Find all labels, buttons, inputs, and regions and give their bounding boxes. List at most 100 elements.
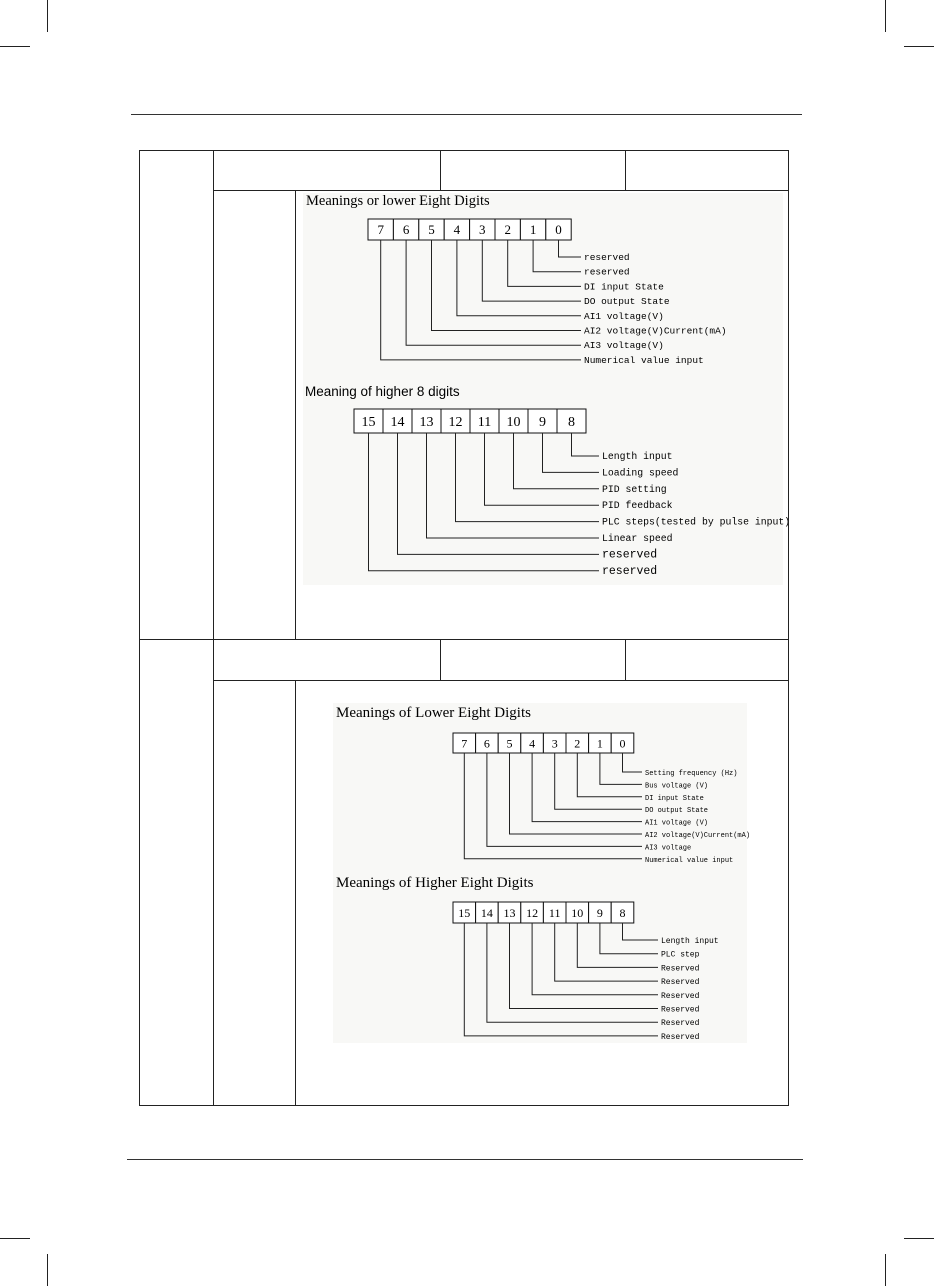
leader-line	[484, 433, 599, 506]
bit-label: PLC steps(tested by pulse input)	[602, 517, 788, 528]
bit-number: 14	[481, 906, 493, 920]
bit-label: Length input	[602, 451, 673, 462]
leader-line	[463, 923, 658, 1037]
bit-label: Reserved	[661, 1033, 700, 1042]
bit-number: 12	[526, 906, 538, 920]
bit-label: PID setting	[602, 484, 667, 495]
leader-line	[622, 753, 642, 773]
bit-number: 3	[479, 222, 486, 237]
diagram-title: Meaning of higher 8 digits	[305, 384, 460, 399]
bit-label: DI input State	[584, 281, 664, 292]
crop-mark	[0, 1238, 30, 1239]
bit-number: 12	[449, 415, 463, 430]
leader-line	[431, 240, 581, 331]
bit-number: 5	[507, 736, 513, 750]
bit-number: 3	[552, 736, 558, 750]
bit-box	[498, 408, 529, 434]
leader-line	[531, 923, 658, 996]
crop-mark	[904, 46, 934, 47]
bit-label: Linear speed	[602, 533, 673, 544]
bit-label: AI2 voltage(V)Current(mA)	[645, 832, 750, 840]
bit-number: 2	[504, 222, 511, 237]
bit-label: Reserved	[661, 978, 700, 987]
leader-line	[513, 433, 599, 490]
leader-line	[576, 923, 658, 968]
bit-number: 1	[597, 736, 603, 750]
leader-line	[599, 753, 642, 785]
bit-label: reserved	[602, 565, 657, 578]
bit-label: Loading speed	[602, 467, 679, 478]
bit-number: 1	[530, 222, 537, 237]
bit-label: AI3 voltage	[645, 844, 691, 852]
bit-number: 11	[549, 906, 561, 920]
bit-label: DO output State	[584, 296, 670, 307]
bit-label: PLC step	[661, 951, 700, 960]
leader-line	[507, 240, 581, 287]
bit-number: 4	[529, 736, 535, 750]
leader-line	[531, 753, 642, 823]
bit-label: AI3 voltage(V)	[584, 340, 664, 351]
bit-number: 15	[362, 415, 376, 430]
leader-line	[509, 923, 658, 1009]
bit-label: AI1 voltage(V)	[584, 311, 664, 322]
higher-eight-digits-diagram: Meaning of higher 8 digits 15 14 13 12 11 10 9…	[305, 384, 788, 578]
leader-line	[368, 433, 599, 572]
bit-label: reserved	[602, 548, 657, 561]
leader-line	[405, 240, 581, 346]
leader-line	[599, 923, 658, 955]
leader-line	[486, 923, 658, 1023]
bit-number: 10	[507, 415, 521, 430]
bit-label: DI input State	[645, 795, 704, 803]
bit-label: reserved	[584, 252, 630, 263]
bit-label: Numerical value input	[584, 355, 704, 366]
bit-label: Reserved	[661, 1019, 700, 1028]
bit-number: 6	[484, 736, 490, 750]
leader-line	[554, 923, 658, 982]
bit-label: Reserved	[661, 964, 700, 973]
bit-number: 10	[571, 906, 583, 920]
bit-number: 0	[620, 736, 626, 750]
bit-box	[527, 408, 558, 434]
bit-number: 7	[377, 222, 384, 237]
bit-label: AI1 voltage (V)	[645, 820, 708, 828]
bit-label: DO output State	[645, 807, 708, 815]
bit-number: 9	[539, 415, 546, 430]
bit-number: 2	[574, 736, 580, 750]
bit-number: 13	[420, 415, 434, 430]
bit-label: PID feedback	[602, 500, 673, 511]
crop-mark	[47, 0, 48, 32]
leader-line	[380, 240, 581, 361]
leader-line	[554, 753, 642, 810]
bit-number: 14	[391, 415, 405, 430]
bit-number: 5	[428, 222, 435, 237]
bit-number: 0	[555, 222, 562, 237]
bit-number: 13	[504, 906, 516, 920]
leader-line	[571, 433, 599, 457]
bit-label: Numerical value input	[645, 857, 733, 865]
bit-number: 11	[478, 415, 491, 430]
leader-line	[455, 433, 599, 523]
crop-mark	[885, 0, 886, 32]
leader-line	[463, 753, 642, 860]
leader-line	[397, 433, 599, 555]
bit-number: 8	[568, 415, 575, 430]
bit-label: Reserved	[661, 1006, 700, 1015]
bit-label: reserved	[584, 267, 630, 278]
leader-line	[558, 240, 581, 258]
footer-rule	[127, 1159, 803, 1160]
crop-mark	[47, 1254, 48, 1286]
bit-box	[382, 408, 413, 434]
bit-label: AI2 voltage(V)Current(mA)	[584, 326, 727, 337]
bit-box	[353, 408, 384, 434]
bit-number: 8	[620, 906, 626, 920]
header-rule	[131, 114, 802, 115]
diagram-title: Meanings or lower Eight Digits	[306, 193, 490, 209]
bit-number: 9	[597, 906, 603, 920]
figure-background	[333, 703, 747, 1043]
bit-number: 7	[461, 736, 467, 750]
leader-line	[542, 433, 599, 473]
leader-line	[426, 433, 599, 539]
